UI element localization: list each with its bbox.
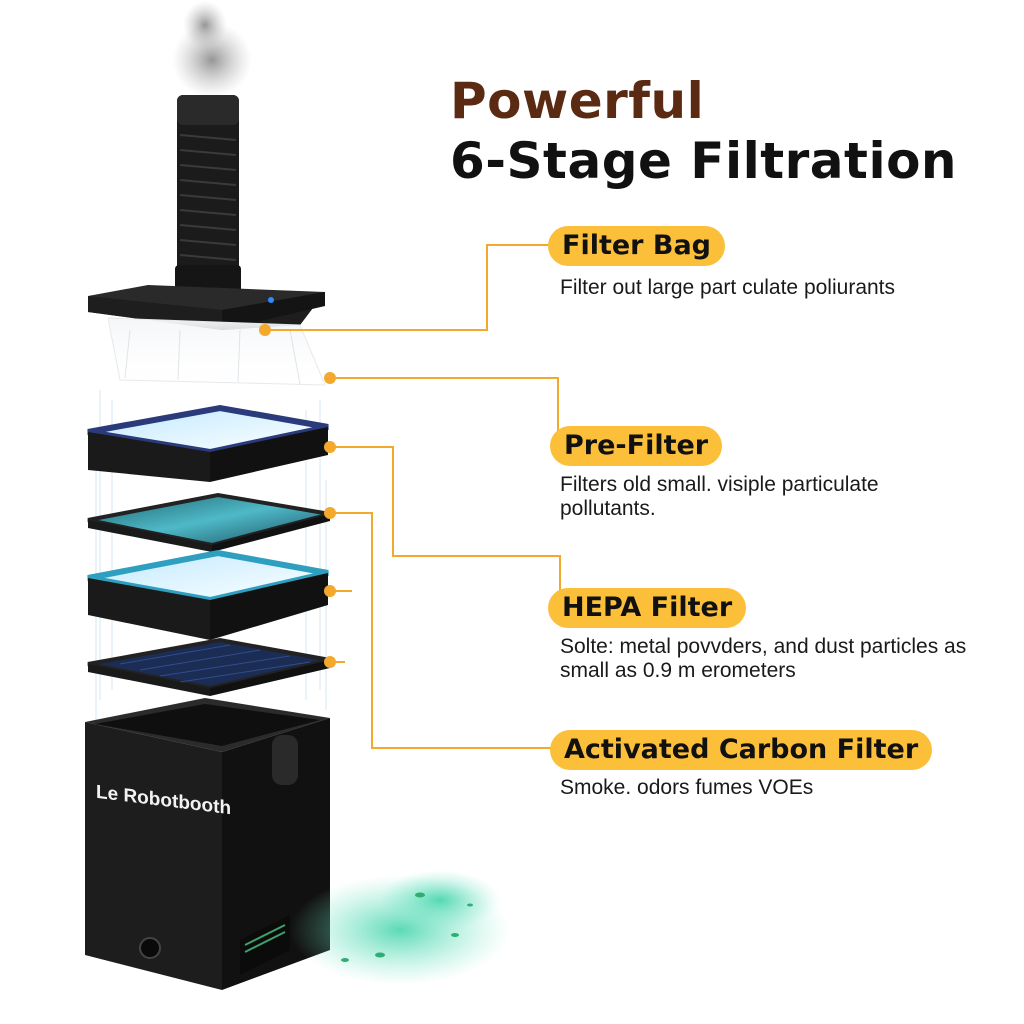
stage-desc-activated-carbon-filter: Smoke. odors fumes VOEs	[560, 776, 814, 799]
power-knob-icon	[139, 937, 161, 959]
side-handle	[272, 735, 298, 785]
smoke-icon	[172, 1, 252, 98]
base-unit	[85, 698, 330, 990]
stage-desc-pre-filter: Filters old small. visiple particulate p…	[560, 473, 879, 520]
carbon-mesh-panel	[87, 637, 331, 696]
pre-filter-panel	[87, 404, 329, 482]
exhaust-duct	[175, 95, 241, 297]
headline-line1: Powerful	[450, 72, 705, 130]
top-lid	[88, 285, 325, 330]
connector-dots	[259, 324, 336, 668]
stage-label-hepa-filter: HEPA Filter	[548, 588, 747, 628]
hepa-filter-panel	[87, 549, 329, 640]
stage-label-activated-carbon-filter: Activated Carbon Filter	[550, 730, 933, 770]
headline-line2: 6-Stage Filtration	[450, 132, 958, 190]
stage-label-pre-filter: Pre-Filter	[550, 426, 723, 466]
hepa-mesh-panel	[87, 492, 331, 552]
clean-air-mist-icon	[290, 870, 510, 985]
stage-label-filter-bag: Filter Bag	[548, 226, 726, 266]
filter-bag	[107, 317, 326, 386]
stage-desc-hepa-filter: Solte: metal povvders, and dust particle…	[560, 635, 967, 682]
stage-desc-filter-bag: Filter out large part culate poliurants	[560, 276, 896, 299]
